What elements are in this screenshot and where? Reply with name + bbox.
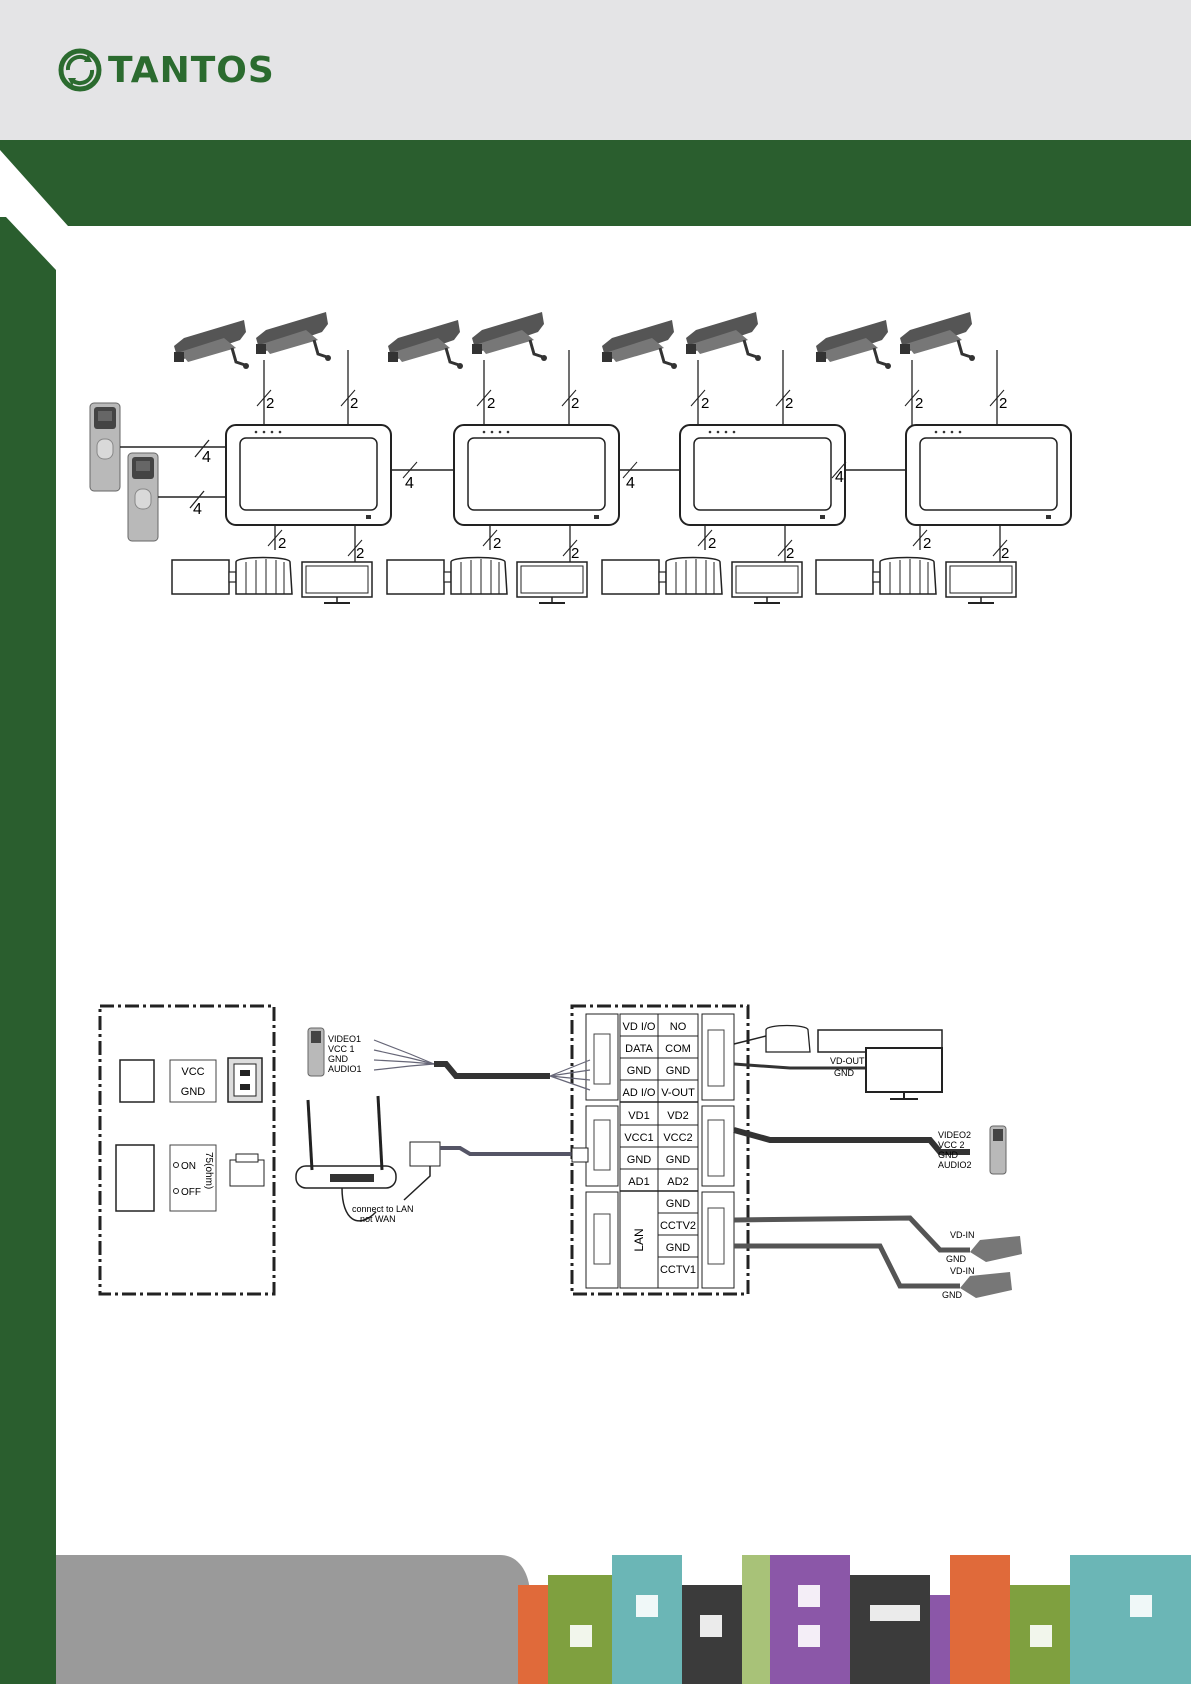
wire-count: 2 (923, 535, 931, 552)
recorder-icon (765, 1024, 811, 1053)
off-label: OFF (181, 1187, 201, 1198)
terminal-label: AD I/O (622, 1087, 655, 1099)
camera-icon (684, 310, 763, 363)
terminal-label: V-OUT (661, 1087, 695, 1099)
wire-count: 2 (487, 395, 495, 412)
tv-icon (865, 1047, 943, 1093)
terminal-label: GND (627, 1065, 652, 1077)
cam-label: GND (942, 1290, 963, 1300)
wire-label: AUDIO1 (328, 1064, 362, 1074)
camera-icon (600, 318, 679, 371)
camera-icon (970, 1236, 1022, 1262)
wire-count: 2 (915, 395, 923, 412)
terminal-label: GND (666, 1154, 691, 1166)
wire-count: 2 (999, 395, 1007, 412)
terminal-label: CCTV1 (660, 1264, 696, 1276)
terminal-label: GND (627, 1154, 652, 1166)
wire-count: 4 (626, 475, 635, 492)
cam-label: GND (946, 1254, 967, 1264)
wire-count: 4 (405, 475, 414, 492)
door-panel-icon (127, 452, 159, 542)
terminal-label: AD1 (628, 1176, 649, 1188)
ohm-label: 75(ohm) (203, 1152, 214, 1189)
vd-out-label: VD-OUT (830, 1056, 865, 1066)
wiring-diagram: VCC GND ON OFF 75(ohm) VD I/O DATA GND A… (98, 1004, 1022, 1300)
rj45-icon (409, 1141, 441, 1167)
terminal-label: GND (666, 1198, 691, 1210)
cam-label: VD-IN (950, 1230, 975, 1240)
switch-icon (229, 1159, 265, 1187)
brand-name: TANTOS (108, 49, 275, 91)
terminal-label: VD2 (667, 1110, 688, 1122)
wire-count: 2 (571, 395, 579, 412)
monitor-icon (679, 424, 846, 526)
wire-label: GND (328, 1054, 349, 1064)
gnd-label: GND (181, 1086, 206, 1098)
wire-label: VIDEO2 (938, 1130, 971, 1140)
vd-out-gnd-label: GND (834, 1068, 855, 1078)
recorder-display-icon (386, 556, 588, 604)
cam-label: VD-IN (950, 1266, 975, 1276)
wire-count: 2 (571, 545, 579, 562)
terminal-label: VCC1 (624, 1132, 653, 1144)
wire-label: GND (938, 1150, 959, 1160)
terminal-label: GND (666, 1242, 691, 1254)
terminal-label: VD I/O (622, 1021, 655, 1033)
vcc-label: VCC (181, 1066, 204, 1078)
terminal-label: NO (670, 1021, 687, 1033)
door-panel-icon (89, 402, 121, 492)
header-bar (0, 0, 1191, 140)
router-note: connect to LAN (352, 1204, 414, 1214)
camera-icon (172, 318, 251, 371)
terminal-label: LAN (632, 1228, 646, 1251)
monitor-icon (453, 424, 620, 526)
wire-count: 2 (278, 535, 286, 552)
camera-icon (898, 310, 977, 363)
camera-icon (386, 318, 465, 371)
wire-count: 2 (266, 395, 274, 412)
camera-icon (960, 1272, 1012, 1298)
wire-label: VCC 1 (328, 1044, 355, 1054)
camera-icon (814, 318, 893, 371)
wire-count: 2 (701, 395, 709, 412)
wire-label: VCC 2 (938, 1140, 965, 1150)
wire-count: 4 (193, 501, 202, 518)
wire-count: 2 (708, 535, 716, 552)
terminal-label: CCTV2 (660, 1220, 696, 1232)
tantos-logo-icon (58, 48, 102, 92)
wire-count: 4 (835, 469, 844, 486)
recorder-display-icon (815, 556, 1017, 604)
wire-count: 4 (202, 449, 211, 466)
wire-count: 2 (493, 535, 501, 552)
wire-count: 2 (356, 545, 364, 562)
brand-logo: TANTOS (58, 45, 275, 95)
wire-label: AUDIO2 (938, 1160, 972, 1170)
monitor-icon (225, 424, 392, 526)
terminal-label: COM (665, 1043, 691, 1055)
wire-count: 2 (1001, 545, 1009, 562)
system-diagram: 4 4 2 2 2 2 4 2 2 2 2 4 2 2 2 2 (89, 310, 1072, 604)
terminal-label: AD2 (667, 1176, 688, 1188)
monitor-icon (905, 424, 1072, 526)
camera-icon (470, 310, 549, 363)
terminal-label: DATA (625, 1043, 653, 1055)
recorder-display-icon (171, 556, 373, 604)
on-label: ON (181, 1161, 196, 1172)
camera-icon (254, 310, 333, 363)
terminal-label: VD1 (628, 1110, 649, 1122)
footer-buildings (56, 1555, 1191, 1684)
terminal-label: VCC2 (663, 1132, 692, 1144)
terminal-label: GND (666, 1065, 691, 1077)
wire-label: VIDEO1 (328, 1034, 361, 1044)
recorder-display-icon (601, 556, 803, 604)
wire-count: 2 (350, 395, 358, 412)
wire-count: 2 (785, 395, 793, 412)
wire-count: 2 (786, 545, 794, 562)
router-note: not WAN (360, 1214, 396, 1224)
